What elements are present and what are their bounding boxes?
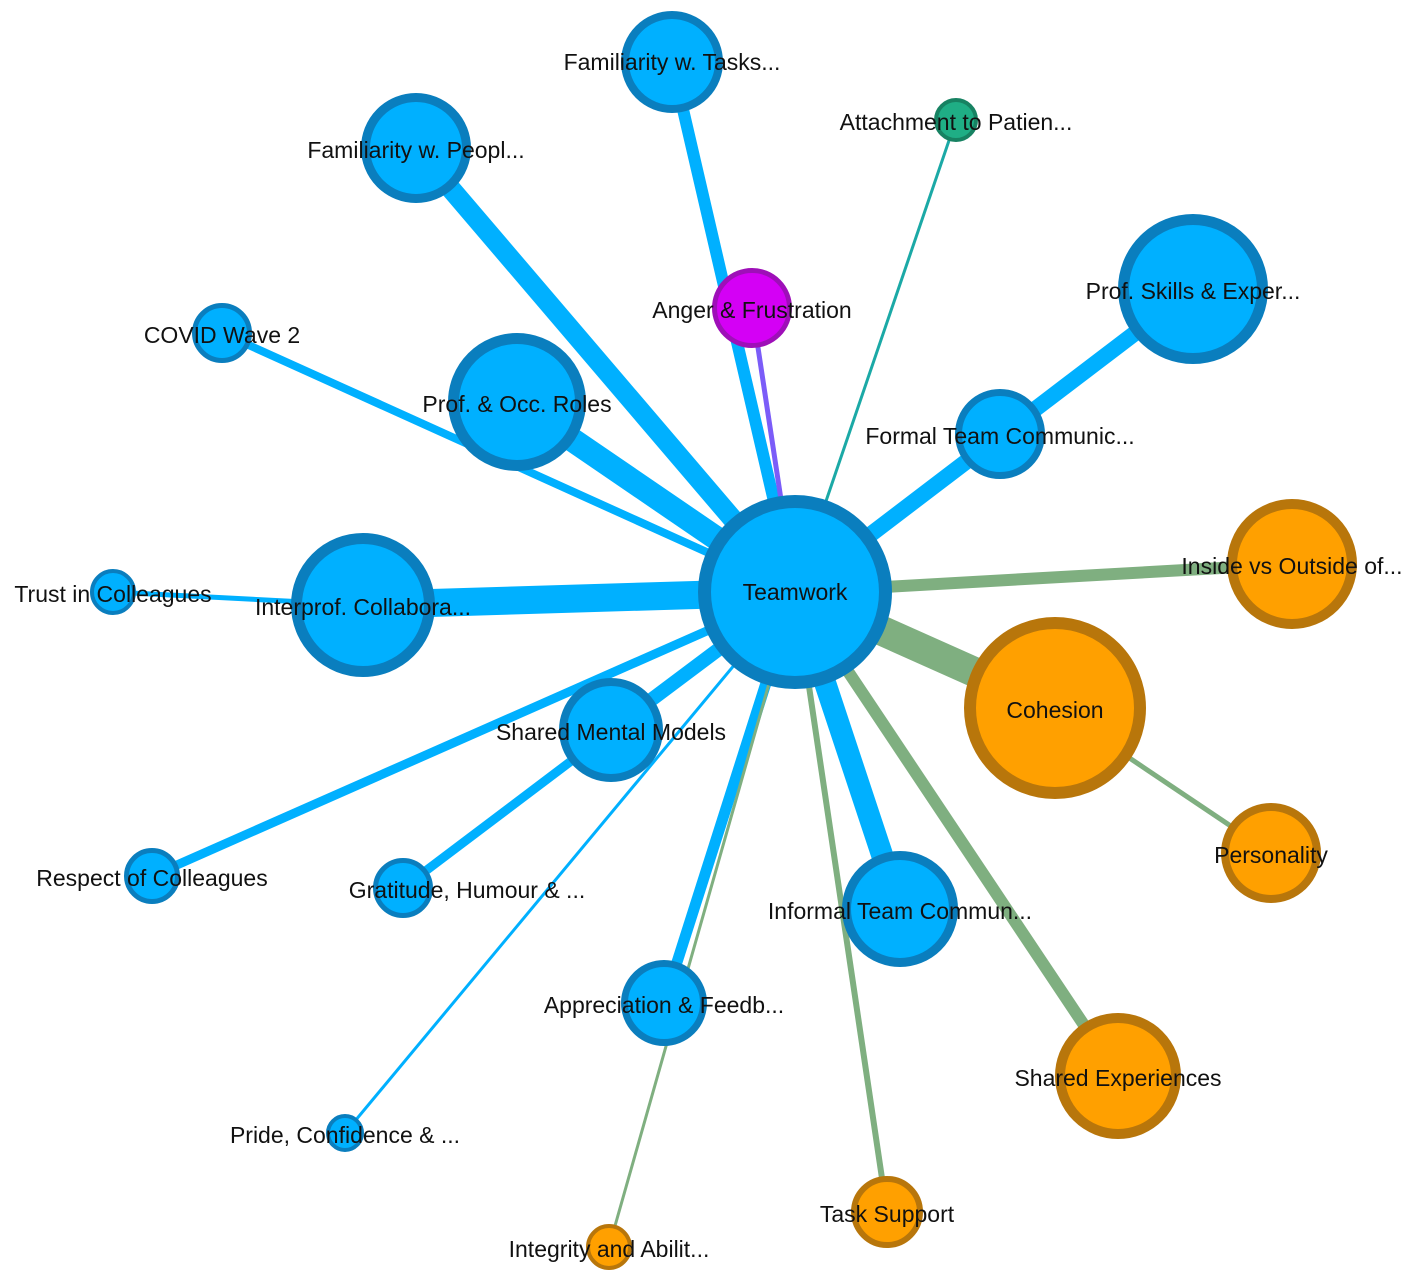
node-trust[interactable]: [90, 569, 136, 615]
edge-teamwork-pride: [343, 591, 797, 1134]
node-prof-occ[interactable]: [448, 333, 586, 471]
node-shared-exp[interactable]: [1055, 1013, 1181, 1139]
edge-teamwork-respect: [150, 587, 797, 881]
node-covid[interactable]: [192, 303, 252, 363]
node-formal[interactable]: [955, 389, 1045, 479]
nodes-layer: [90, 11, 1357, 1270]
node-label-shared-exp: Shared Experiences: [1014, 1065, 1221, 1091]
node-teamwork[interactable]: [698, 495, 892, 689]
node-interprof[interactable]: [291, 533, 435, 677]
node-label-anger: Anger & Frustration: [652, 297, 851, 323]
node-label-trust: Trust in Colleagues: [14, 581, 211, 607]
node-respect[interactable]: [124, 848, 180, 904]
node-fam-tasks[interactable]: [621, 11, 723, 113]
node-appreciation[interactable]: [621, 960, 707, 1046]
node-label-interprof: Interprof. Collabora...: [255, 594, 471, 620]
node-label-task-support: Task Support: [820, 1201, 955, 1227]
node-label-attachment: Attachment to Patien...: [840, 109, 1073, 135]
node-label-covid: COVID Wave 2: [144, 322, 300, 348]
node-label-inside-outside: Inside vs Outside of...: [1181, 553, 1402, 579]
node-label-integrity: Integrity and Abilit...: [509, 1236, 710, 1262]
node-label-cohesion: Cohesion: [1006, 697, 1103, 723]
node-task-support[interactable]: [851, 1176, 923, 1248]
node-integrity[interactable]: [586, 1224, 632, 1270]
node-anger[interactable]: [712, 268, 792, 348]
node-label-fam-people: Familiarity w. Peopl...: [307, 137, 524, 163]
edge-teamwork-task_support: [792, 591, 890, 1213]
node-personality[interactable]: [1221, 803, 1321, 903]
edge-teamwork-integrity: [607, 591, 797, 1248]
node-label-prof-skills: Prof. Skills & Exper...: [1086, 278, 1301, 304]
node-label-formal: Formal Team Communic...: [865, 423, 1134, 449]
node-label-appreciation: Appreciation & Feedb...: [544, 992, 784, 1018]
node-inside-outside[interactable]: [1227, 499, 1357, 629]
node-label-fam-tasks: Familiarity w. Tasks...: [564, 49, 781, 75]
node-label-gratitude: Gratitude, Humour & ...: [349, 877, 585, 903]
node-cohesion[interactable]: [964, 617, 1146, 799]
node-label-teamwork: Teamwork: [743, 579, 848, 605]
node-gratitude[interactable]: [373, 858, 433, 918]
node-label-prof-occ: Prof. & Occ. Roles: [422, 391, 611, 417]
node-attachment[interactable]: [934, 98, 978, 142]
node-prof-skills[interactable]: [1118, 214, 1268, 364]
node-informal[interactable]: [842, 851, 958, 967]
node-label-personality: Personality: [1214, 842, 1328, 868]
edge-teamwork-fam_people: [408, 141, 803, 599]
node-shared-mental[interactable]: [559, 678, 663, 782]
node-label-informal: Informal Team Commun...: [768, 898, 1032, 924]
node-label-pride: Pride, Confidence & ...: [230, 1122, 460, 1148]
node-pride[interactable]: [326, 1114, 364, 1152]
node-fam-people[interactable]: [361, 93, 471, 203]
node-label-shared-mental: Shared Mental Models: [496, 719, 726, 745]
node-label-respect: Respect of Colleagues: [36, 865, 267, 891]
